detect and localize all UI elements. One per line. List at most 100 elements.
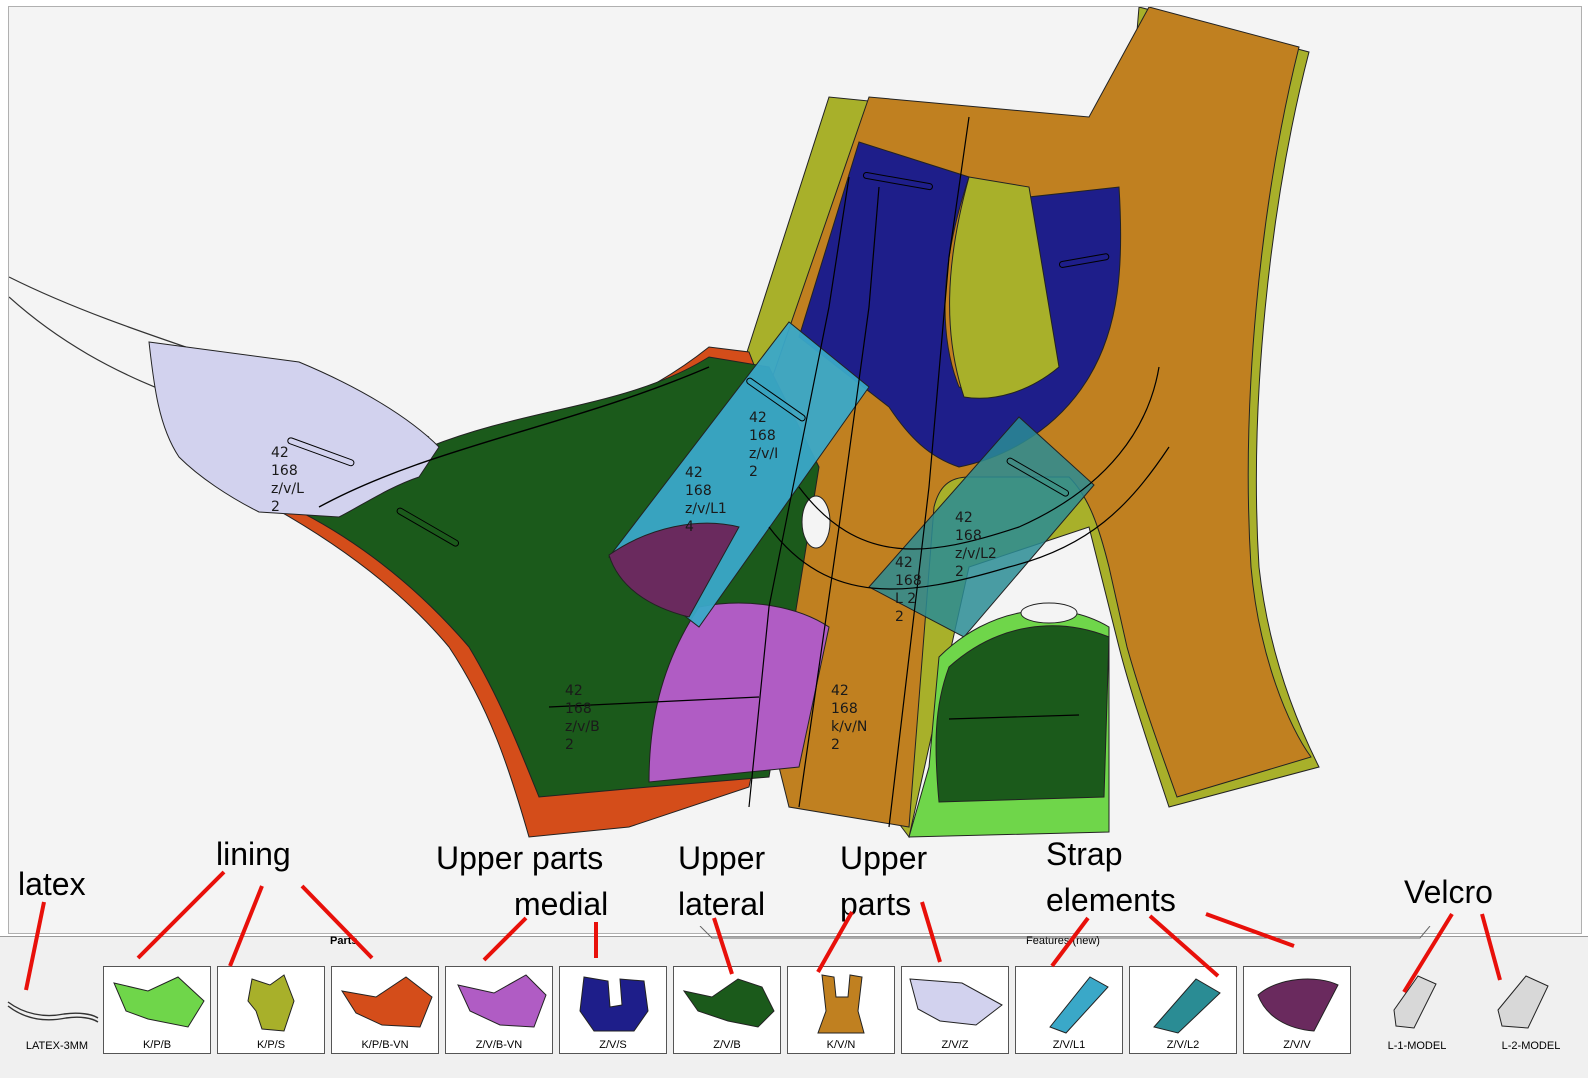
part-z-v-b-vn[interactable] [648, 602, 830, 783]
piece-label-z-v-b: 42 168 z/v/B 2 [565, 683, 600, 753]
hole [1020, 602, 1078, 624]
svg-text:2: 2 [895, 609, 904, 625]
svg-text:42: 42 [565, 683, 583, 699]
contour-line [318, 366, 710, 508]
svg-text:42: 42 [895, 555, 913, 571]
latex-strip-icon [7, 1001, 99, 1023]
svg-text:z/v/B: z/v/B [565, 719, 600, 735]
tab-edge [699, 926, 1431, 939]
part-thumb-k-p-b[interactable]: K/P/B [103, 966, 211, 1054]
piece-shape-icon [457, 974, 547, 1028]
part-thumb-l-2-model[interactable]: L-2-MODEL [1476, 966, 1586, 1054]
annotation-lining: lining [216, 836, 291, 872]
part-thumb-z-v-v[interactable]: Z/V/V [1243, 966, 1351, 1054]
piece-shape-icon [817, 974, 865, 1034]
piece-label-z-v-l2: 42 168 z/v/L2 2 [955, 510, 997, 580]
part-thumb-l-1-model[interactable]: L-1-MODEL [1362, 966, 1472, 1054]
piece-label-z-v-l: 42 168 z/v/L 2 [271, 445, 304, 515]
svg-text:168: 168 [895, 573, 922, 589]
piece-shape-icon [579, 976, 649, 1032]
piece-label-k-v-n: 42 168 k/v/N 2 [831, 683, 867, 753]
contour-line [798, 366, 1160, 550]
part-label: Z/V/B-VN [475, 1039, 523, 1051]
svg-text:2: 2 [565, 737, 574, 753]
svg-text:z/v/L: z/v/L [271, 481, 304, 497]
svg-text:z/v/L1: z/v/L1 [685, 501, 727, 517]
velcro-shape-icon [1497, 975, 1549, 1029]
svg-text:2: 2 [271, 499, 280, 515]
part-thumb-z-v-b-vn[interactable]: Z/V/B-VN [445, 966, 553, 1054]
part-label: Z/V/Z [941, 1039, 969, 1051]
annotation-upper-parts-medial-2: medial [514, 886, 609, 922]
svg-text:z/v/L2: z/v/L2 [955, 546, 997, 562]
part-thumb-k-v-n[interactable]: K/V/N [787, 966, 895, 1054]
contour-line [768, 446, 1170, 590]
svg-text:168: 168 [955, 528, 982, 544]
annotation-strap-2: elements [1046, 882, 1176, 918]
svg-text:2: 2 [831, 737, 840, 753]
contour-line [748, 176, 850, 808]
svg-text:k/v/N: k/v/N [831, 719, 867, 735]
piece-shape-icon [1049, 976, 1109, 1034]
part-label: Z/V/L2 [1166, 1039, 1200, 1051]
contour-line [948, 714, 1080, 720]
svg-text:168: 168 [271, 463, 298, 479]
svg-text:168: 168 [749, 428, 776, 444]
piece-label-z-v-i: 42 168 z/v/I 2 [749, 410, 778, 480]
svg-text:42: 42 [831, 683, 849, 699]
part-thumb-k-p-s[interactable]: K/P/S [217, 966, 325, 1054]
svg-text:2: 2 [955, 564, 964, 580]
svg-text:42: 42 [271, 445, 289, 461]
contour-line [888, 116, 970, 828]
part-label: Z/V/S [599, 1039, 627, 1051]
piece-label-l-2: 42 168 L 2 2 [895, 555, 922, 625]
part-thumb-k-p-b-vn[interactable]: K/P/B-VN [331, 966, 439, 1054]
annotation-velcro: Velcro [1404, 874, 1493, 910]
part-z-v-z[interactable] [148, 341, 440, 518]
part-label: K/V/N [826, 1039, 856, 1051]
contour-line [548, 696, 760, 708]
part-thumb-z-v-z[interactable]: Z/V/Z [901, 966, 1009, 1054]
part-label: LATEX-3MM [25, 1040, 89, 1052]
slot-group [287, 171, 1110, 547]
svg-text:168: 168 [831, 701, 858, 717]
annotation-upper-parts-medial-1: Upper parts [436, 840, 604, 876]
svg-text:42: 42 [955, 510, 973, 526]
part-thumb-z-v-l1[interactable]: Z/V/L1 [1015, 966, 1123, 1054]
part-label: Z/V/B [713, 1039, 741, 1051]
piece-shape-icon [247, 974, 295, 1032]
part-z-v-l2[interactable] [868, 416, 1095, 638]
pattern-canvas[interactable]: 42 168 z/v/L 2 42 168 z/v/L1 4 42 168 z/… [8, 6, 1582, 934]
annotation-upper-lateral-2: lateral [678, 886, 766, 922]
part-z-v-v[interactable] [608, 522, 740, 618]
part-label: K/P/B [142, 1039, 172, 1051]
svg-text:4: 4 [685, 519, 694, 535]
piece-shape-icon [340, 976, 433, 1028]
part-thumb-z-v-b[interactable]: Z/V/B [673, 966, 781, 1054]
piece-shape-icon [682, 978, 775, 1028]
part-thumb-z-v-s[interactable]: Z/V/S [559, 966, 667, 1054]
velcro-shape-icon [1393, 975, 1437, 1029]
annotation-upper-lateral-1: Upper [678, 840, 766, 876]
svg-text:L 2: L 2 [895, 591, 916, 607]
annotation-latex: latex [18, 866, 86, 902]
part-label: K/P/B-VN [361, 1039, 409, 1051]
part-thumb-latex[interactable]: LATEX-3MM [2, 966, 112, 1054]
piece-shape-icon [1257, 978, 1339, 1032]
part-thumb-z-v-l2[interactable]: Z/V/L2 [1129, 966, 1237, 1054]
part-label: L-2-MODEL [1501, 1040, 1561, 1052]
part-label: L-1-MODEL [1387, 1040, 1447, 1052]
annotation-upper-parts-1: Upper [840, 840, 928, 876]
svg-text:168: 168 [565, 701, 592, 717]
svg-text:42: 42 [749, 410, 767, 426]
part-label: Z/V/V [1283, 1039, 1311, 1051]
piece-shape-icon [1153, 978, 1221, 1034]
svg-text:2: 2 [749, 464, 758, 480]
svg-text:168: 168 [685, 483, 712, 499]
piece-shape-icon [113, 976, 205, 1028]
part-z-v-s[interactable] [798, 141, 1122, 468]
part-z-v-b-heel [935, 625, 1110, 803]
annotation-strap-1: Strap [1046, 836, 1123, 872]
piece-label-z-v-l1: 42 168 z/v/L1 4 [685, 465, 727, 535]
part-label: K/P/S [256, 1039, 286, 1051]
